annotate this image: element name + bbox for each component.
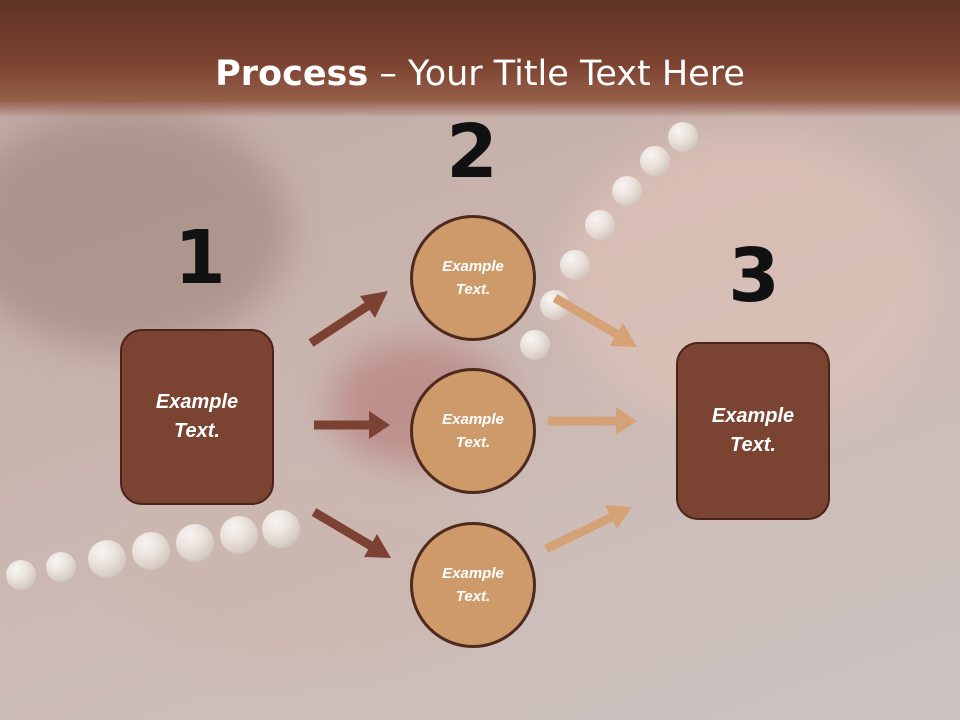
step-number-3: 3 [728, 233, 780, 319]
pearl [176, 524, 214, 562]
pearl [6, 560, 36, 590]
arrow-icon [552, 294, 637, 347]
pearl [520, 330, 550, 360]
pearl [585, 210, 615, 240]
middle-circle-top[interactable]: Example Text. [410, 215, 536, 341]
pearl [46, 552, 76, 582]
middle-circle-bottom[interactable]: Example Text. [410, 522, 536, 648]
pearl [220, 516, 258, 554]
arrow-icon [314, 411, 390, 439]
middle-circle-top-label: Example Text. [442, 258, 504, 298]
middle-circle-center-label: Example Text. [442, 411, 504, 451]
page-title-bold: Process [215, 54, 369, 94]
pearl [668, 122, 698, 152]
arrow-icon [311, 508, 391, 558]
pearl [262, 510, 300, 548]
step-number-1: 1 [174, 215, 226, 301]
arrow-icon [544, 505, 632, 554]
step-1-box[interactable]: Example Text. [120, 329, 274, 505]
page-title: Process – Your Title Text Here [0, 52, 960, 96]
background-photo-shade [0, 110, 290, 350]
arrow-icon [548, 407, 637, 435]
arrow-icon [308, 291, 388, 347]
step-3-label: Example Text. [711, 405, 795, 456]
middle-circle-center[interactable]: Example Text. [410, 368, 536, 494]
page-title-rest: – Your Title Text Here [368, 54, 745, 94]
step-1-label: Example Text. [155, 391, 239, 442]
pearl [560, 250, 590, 280]
pearl [88, 540, 126, 578]
middle-circle-bottom-label: Example Text. [442, 565, 504, 605]
pearl [612, 176, 642, 206]
pearl [640, 146, 670, 176]
step-number-2: 2 [446, 109, 498, 195]
step-3-box[interactable]: Example Text. [676, 342, 830, 520]
pearl [132, 532, 170, 570]
title-bar [0, 0, 960, 118]
